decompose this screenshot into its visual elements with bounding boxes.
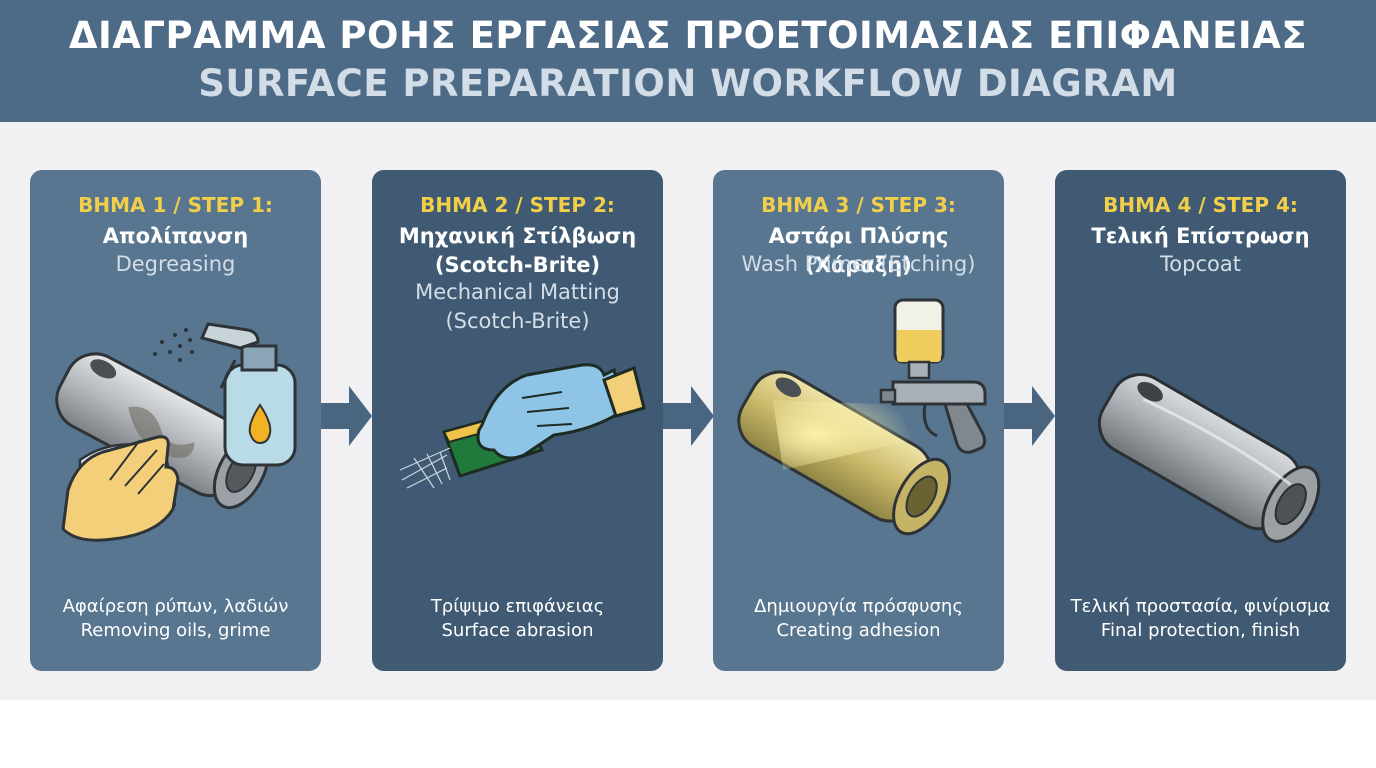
step-4-description: Τελική προστασία, φινίρισμα Final protec…	[1055, 595, 1346, 643]
step-3-desc-english: Creating adhesion	[776, 620, 941, 641]
step-2-desc-greek: Τρίψιμο επιφάνειας	[430, 596, 605, 617]
finished-part-icon	[1097, 373, 1321, 543]
arrow-right-icon	[321, 386, 372, 446]
step-4-name-english: Topcoat	[1160, 252, 1241, 276]
step-1-desc-greek: Αφαίρεση ρύπων, λαδιών	[62, 596, 289, 617]
step-3-description: Δημιουργία πρόσφυσης Creating adhesion	[713, 595, 1004, 643]
step-3-card: ΒΗΜΑ 3 / STEP 3: Αστάρι Πλύσης (Χάραξη) …	[713, 170, 1004, 671]
step-2-name-english: Mechanical Matting (Scotch-Brite)	[415, 280, 620, 333]
step-3-name-english: Wash Primer (Etching)	[741, 252, 976, 276]
step-2-label: ΒΗΜΑ 2 / STEP 2:	[420, 193, 615, 217]
step-1-card: ΒΗΜΑ 1 / STEP 1: Απολίπανση Degreasing	[30, 170, 321, 671]
step-4-card: ΒΗΜΑ 4 / STEP 4: Τελική Επίστρωση Topcoa…	[1055, 170, 1346, 671]
step-1-desc-english: Removing oils, grime	[80, 620, 271, 641]
header-banner: ΔΙΑΓΡΑΜΜΑ ΡΟΗΣ ΕΡΓΑΣΙΑΣ ΠΡΟΕΤΟΙΜΑΣΙΑΣ ΕΠ…	[0, 0, 1376, 122]
step-3-label: ΒΗΜΑ 3 / STEP 3:	[761, 193, 956, 217]
step-2-name-greek: Μηχανική Στίλβωση (Scotch-Brite)	[398, 224, 637, 277]
step-4-name-greek: Τελική Επίστρωση	[1091, 224, 1310, 248]
arrow-right-icon	[1004, 386, 1055, 446]
step-1-label: ΒΗΜΑ 1 / STEP 1:	[78, 193, 273, 217]
arrow-right-icon	[663, 386, 714, 446]
abrasion-icon	[399, 363, 646, 489]
step-2-description: Τρίψιμο επιφάνειας Surface abrasion	[372, 595, 663, 643]
step-1-name-greek: Απολίπανση	[102, 224, 249, 248]
step-4-desc-english: Final protection, finish	[1100, 620, 1301, 641]
step-3-name-greek: Αστάρι Πλύσης (Χάραξη)	[768, 224, 949, 277]
step-1-name-english: Degreasing	[115, 252, 236, 276]
step-2-card: ΒΗΜΑ 2 / STEP 2: Μηχανική Στίλβωση (Scot…	[372, 170, 663, 671]
step-2-desc-english: Surface abrasion	[441, 620, 594, 641]
degreasing-icon	[55, 322, 297, 542]
step-3-desc-greek: Δημιουργία πρόσφυσης	[754, 596, 963, 617]
step-4-desc-greek: Τελική προστασία, φινίρισμα	[1070, 596, 1331, 617]
step-1-description: Αφαίρεση ρύπων, λαδιών Removing oils, gr…	[30, 595, 321, 643]
step-4-label: ΒΗΜΑ 4 / STEP 4:	[1103, 193, 1298, 217]
title-english: SURFACE PREPARATION WORKFLOW DIAGRAM	[198, 62, 1178, 105]
spray-gun-icon	[737, 298, 987, 536]
title-greek: ΔΙΑΓΡΑΜΜΑ ΡΟΗΣ ΕΡΓΑΣΙΑΣ ΠΡΟΕΤΟΙΜΑΣΙΑΣ ΕΠ…	[68, 14, 1308, 57]
